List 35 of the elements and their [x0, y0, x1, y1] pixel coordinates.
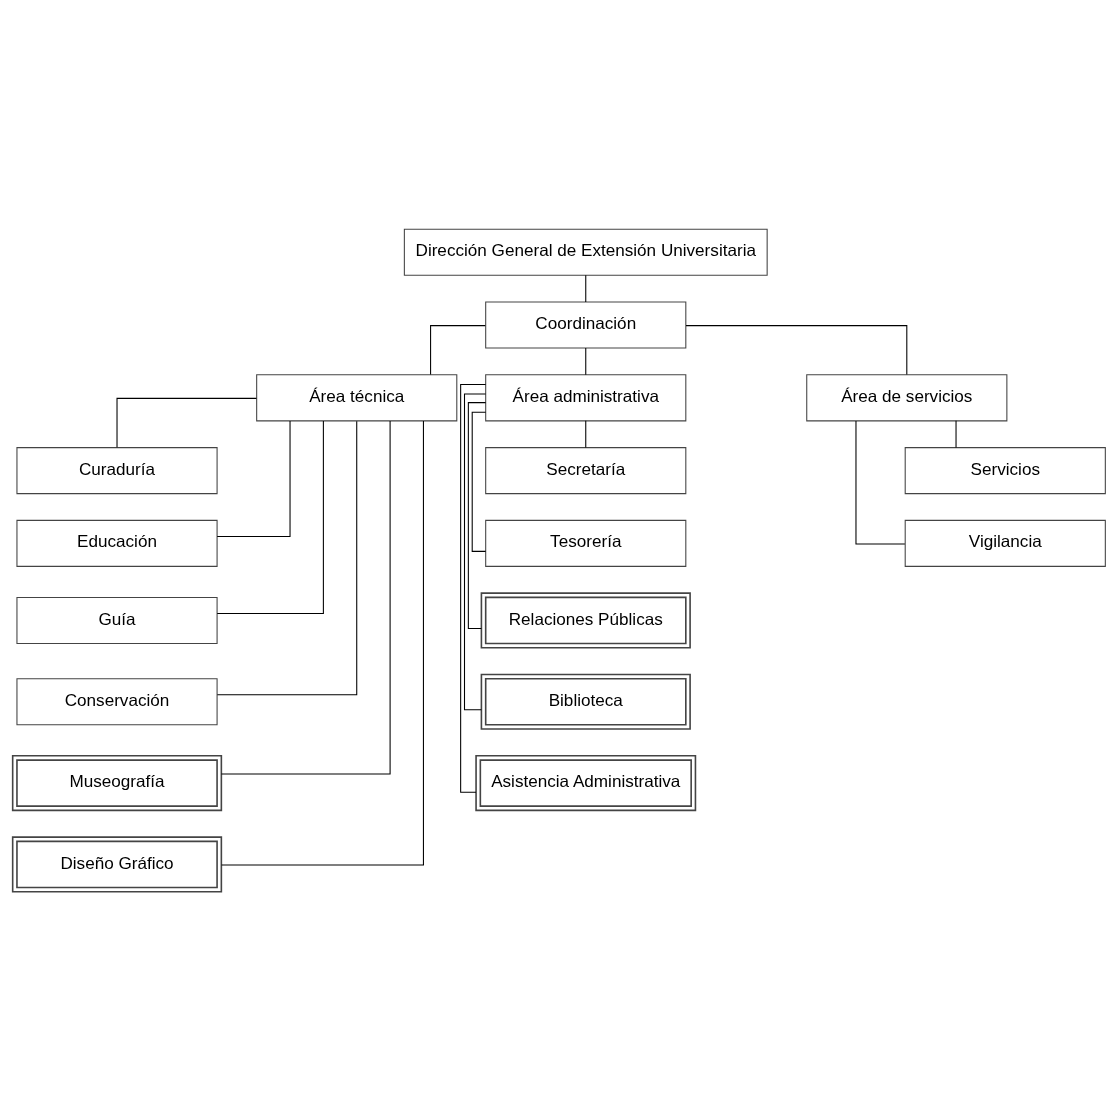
node-box: Secretaría [485, 446, 687, 494]
node-box: Vigilancia [904, 519, 1106, 567]
node-box: Área técnica [256, 373, 458, 421]
node-box: Biblioteca [480, 673, 691, 730]
node-box: Educación [16, 519, 218, 567]
connector [471, 411, 487, 552]
node-box: Guía [16, 596, 218, 644]
node-box: Tesorería [485, 519, 687, 567]
node-box: Conservación [16, 677, 218, 725]
connector [955, 419, 957, 448]
connector [116, 397, 257, 448]
connector [685, 324, 908, 375]
connector [460, 383, 487, 793]
node-box: Área de servicios [806, 373, 1008, 421]
node-box: Servicios [904, 446, 1106, 494]
node-box: Curaduría [16, 446, 218, 494]
connector [430, 324, 486, 375]
connector [585, 347, 587, 375]
connector [467, 401, 487, 629]
connector [463, 393, 487, 710]
connector [855, 419, 906, 544]
node-box: Relaciones Públicas [480, 591, 691, 649]
node-box: Coordinación [485, 301, 687, 349]
connector [216, 419, 324, 614]
node-box: Dirección General de Extensión Universitaria [403, 228, 768, 276]
node-box: Diseño Gráfico [11, 835, 223, 893]
connector [216, 420, 358, 695]
node-box: Asistencia Administrativa [475, 754, 697, 811]
connector [221, 419, 424, 865]
node-box: Área administrativa [485, 373, 687, 421]
connector [585, 274, 587, 302]
connector [585, 419, 587, 448]
node-box: Museografía [11, 754, 223, 811]
connector [220, 420, 391, 775]
connector [216, 420, 291, 537]
